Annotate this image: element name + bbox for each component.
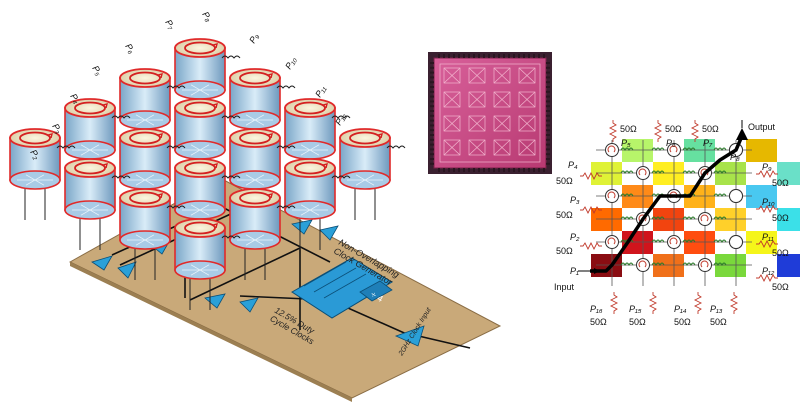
- resistor-50-ohm: [756, 239, 778, 249]
- circulator-cylinder: [284, 158, 351, 250]
- port-label-p13: P₁₃: [710, 304, 723, 314]
- grid-cell: [622, 139, 653, 162]
- grid-cell: [715, 254, 746, 277]
- resistor-label: 50Ω: [702, 124, 719, 134]
- circulator-cylinder: [174, 218, 241, 310]
- resistor-50-ohm: [608, 120, 618, 142]
- circulator-cylinder: [174, 158, 241, 250]
- grid-cell: [777, 162, 800, 185]
- clock-generator-block: ÷ 4: [291, 257, 393, 319]
- port-label-p4: P₄: [568, 160, 578, 170]
- left-port-label: P₇: [163, 18, 177, 32]
- grid-cell: [777, 208, 800, 231]
- resistor-50-ohm: [653, 120, 663, 142]
- port-label-p8: P₈: [730, 152, 740, 162]
- resistor-50-ohm: [756, 273, 778, 283]
- grid-cell: [746, 139, 777, 162]
- resistor-label: 50Ω: [674, 317, 691, 327]
- left-port-label: P₁₀: [283, 55, 298, 71]
- left-port-label: P₁₁: [313, 84, 328, 99]
- port-label-p3: P₃: [570, 195, 580, 205]
- resistor-label: 50Ω: [556, 246, 573, 256]
- resistor-label: 50Ω: [710, 317, 727, 327]
- input-label: Input: [554, 282, 575, 292]
- port-label-p5: P₅: [621, 138, 631, 148]
- circulator-cylinder: [174, 98, 241, 190]
- output-arrow: [736, 128, 748, 140]
- port-label-p15: P₁₅: [629, 304, 642, 314]
- port-label-p2: P₂: [570, 232, 580, 242]
- pcb-board-edge: [70, 262, 352, 402]
- grid-cell: [653, 254, 684, 277]
- circulator-cylinder: [339, 128, 406, 220]
- circulator-node: [729, 235, 743, 249]
- circulator-cylinder: [229, 188, 296, 280]
- port-label-p9: P₉: [762, 162, 772, 172]
- resistor-50-ohm: [609, 292, 619, 314]
- resistor-50-ohm: [580, 171, 602, 181]
- circulator-node: [729, 189, 743, 203]
- left-port-label: P₆: [123, 42, 137, 56]
- resistor-50-ohm: [693, 292, 703, 314]
- port-label-p10: P₁₀: [762, 197, 775, 207]
- resistor-label: 50Ω: [772, 213, 789, 223]
- circulator-cylinder: [174, 38, 241, 130]
- resistor-label: 50Ω: [620, 124, 637, 134]
- left-port-label: P₉: [247, 31, 261, 45]
- grid-cell: [715, 162, 746, 185]
- port-label-p6: P₆: [666, 138, 676, 148]
- resistor-label: 50Ω: [772, 248, 789, 258]
- signal-path: [590, 135, 744, 273]
- resistor-label: 50Ω: [556, 210, 573, 220]
- grid-cell: [622, 185, 653, 208]
- resistor-50-ohm: [729, 292, 739, 314]
- grid-inductors: [620, 147, 727, 267]
- grid-cell: [653, 208, 684, 231]
- port-label-p14: P₁₄: [674, 304, 687, 314]
- grid-cell: [715, 208, 746, 231]
- input-arrow: [594, 268, 600, 274]
- circulator-cylinder: [119, 128, 186, 220]
- resistor-50-ohm: [756, 169, 778, 179]
- circulator-network-grid: 50Ω P₅ 50Ω P₆ 50Ω P₇ P₄ 50Ω P₃ 50Ω P₂ 50Ω P₁ Input Out…: [554, 120, 800, 327]
- left-port-label: P₅: [90, 64, 104, 78]
- resistor-label: 50Ω: [772, 282, 789, 292]
- port-label-p7: P₇: [703, 138, 713, 148]
- chip-micrograph: [428, 52, 552, 174]
- resistor-50-ohm: [648, 292, 658, 314]
- circulator-cylinder: [229, 128, 296, 220]
- chip-pattern: [439, 63, 541, 163]
- circulator-cylinder: [64, 158, 131, 250]
- circulator-cylinder: [9, 128, 76, 220]
- grid-cell: [653, 162, 684, 185]
- resistor-label: 50Ω: [772, 178, 789, 188]
- resistor-50-ohm: [690, 120, 700, 142]
- resistor-label: 50Ω: [665, 124, 682, 134]
- resistor-label: 50Ω: [556, 176, 573, 186]
- resistor-50-ohm: [580, 241, 602, 251]
- port-label-p12: P₁₂: [762, 266, 775, 276]
- circulator-cylinder: [64, 98, 131, 190]
- grid-cell: [684, 139, 715, 162]
- output-label: Output: [748, 122, 776, 132]
- circulator-cylinders: [9, 38, 406, 310]
- circulator-cylinder: [229, 68, 296, 160]
- grid-cell: [591, 208, 622, 231]
- resistor-label: 50Ω: [590, 317, 607, 327]
- left-panel: ÷ 4 Non-OverlappingClock Generator 12.5%…: [9, 10, 502, 402]
- resistor-50-ohm: [756, 204, 778, 214]
- port-label-p1: P₁: [570, 266, 579, 276]
- grid-cell: [591, 162, 622, 185]
- circulator-cylinder: [119, 188, 186, 280]
- grid-cell: [746, 185, 777, 208]
- grid-cell: [684, 231, 715, 254]
- port-label-p16: P₁₆: [590, 304, 603, 314]
- port-label-p11: P₁₁: [762, 232, 774, 242]
- resistor-50-ohm: [580, 205, 602, 215]
- chip-bond-pads: [430, 54, 550, 172]
- resistor-label: 50Ω: [629, 317, 646, 327]
- grid-cell: [777, 254, 800, 277]
- left-port-label: P₈: [200, 10, 214, 24]
